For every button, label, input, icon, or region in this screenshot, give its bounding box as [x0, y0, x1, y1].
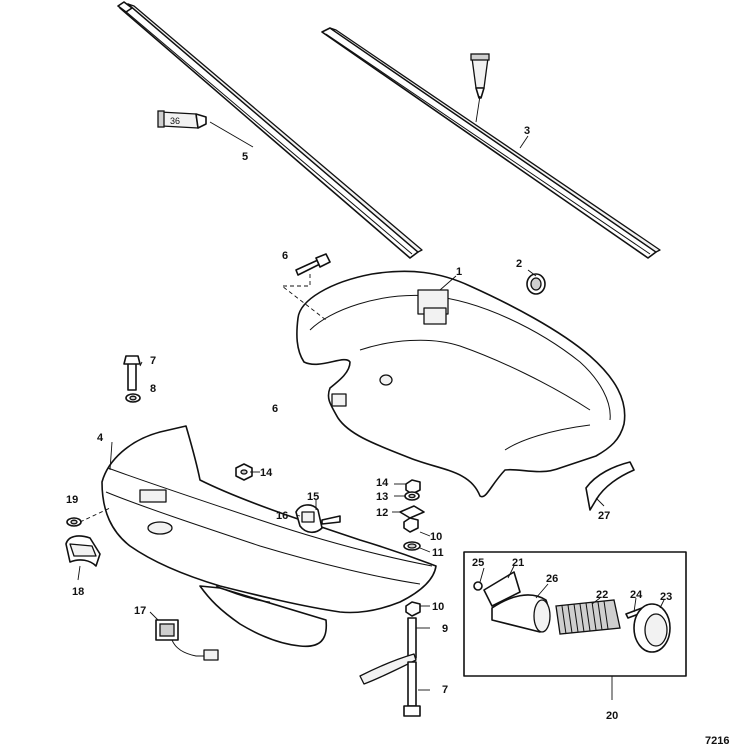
switch-17 — [155, 619, 219, 661]
callout-9: 9 — [442, 623, 448, 635]
washer-8 — [125, 393, 141, 403]
callout-6-area: 6 — [272, 403, 278, 415]
hose-22 — [555, 599, 621, 635]
callout-27: 27 — [598, 510, 610, 522]
callout-24: 24 — [630, 589, 643, 601]
callout-26: 26 — [546, 573, 558, 585]
washer-11 — [403, 541, 421, 551]
callout-7-upper: 7 — [150, 355, 156, 367]
sealant-tube-strip-3 — [470, 53, 490, 99]
latch-16 — [295, 504, 323, 534]
callout-13: 13 — [376, 491, 388, 503]
seal-strip-3 — [321, 27, 661, 259]
inset-box-20 — [463, 551, 687, 677]
trim-27 — [585, 461, 635, 511]
callout-18: 18 — [72, 586, 84, 598]
stud-9 — [359, 617, 417, 685]
callout-21: 21 — [512, 557, 524, 569]
callout-14-left: 14 — [260, 467, 273, 479]
callout-14-right: 14 — [376, 477, 389, 489]
callout-10-upper: 10 — [430, 531, 442, 543]
lower-cowl-starboard-1 — [296, 270, 626, 498]
callout-4: 4 — [97, 432, 104, 444]
callout-25: 25 — [472, 557, 484, 569]
callout-22: 22 — [596, 589, 608, 601]
leader-lines — [77, 95, 665, 700]
callout-16: 16 — [276, 510, 288, 522]
latch-cover-18 — [65, 535, 101, 567]
callout-5: 5 — [242, 151, 248, 163]
callout-17: 17 — [134, 605, 146, 617]
tube-label: 36 — [170, 116, 180, 126]
nut-10-lower — [405, 601, 421, 617]
callout-15: 15 — [307, 491, 319, 503]
callout-8: 8 — [150, 383, 156, 395]
screw-15 — [321, 515, 341, 525]
bolt-7-upper — [123, 355, 141, 391]
bolt-7-lower — [403, 661, 421, 717]
callout-3: 3 — [524, 125, 530, 137]
lower-cowl-port-4 — [101, 425, 437, 648]
washer-13 — [404, 491, 420, 501]
callout-19: 19 — [66, 494, 78, 506]
clip-12 — [399, 505, 425, 519]
sealant-tube-36: 36 — [157, 110, 207, 129]
callout-12: 12 — [376, 507, 388, 519]
grommet-2 — [526, 273, 546, 295]
washer-19 — [66, 517, 82, 527]
callout-labels: 1 2 3 4 5 6 6 7 7 8 9 10 10 11 12 13 14 … — [66, 125, 672, 722]
callout-10-lower: 10 — [432, 601, 444, 613]
callout-7-lower: 7 — [442, 684, 448, 696]
washer-19-path — [79, 507, 111, 523]
nut-14-left — [235, 463, 253, 481]
nut-10-upper — [403, 517, 419, 533]
screw-6 — [295, 253, 331, 276]
figure-number: 7216 — [705, 735, 729, 747]
callout-11: 11 — [432, 547, 444, 559]
callout-6-screw: 6 — [282, 250, 288, 262]
callout-1: 1 — [456, 266, 462, 278]
nut-14-right — [405, 479, 421, 495]
seal-strip-5 — [117, 1, 423, 259]
callout-2: 2 — [516, 258, 522, 270]
callout-23: 23 — [660, 591, 672, 603]
callout-20: 20 — [606, 710, 618, 722]
